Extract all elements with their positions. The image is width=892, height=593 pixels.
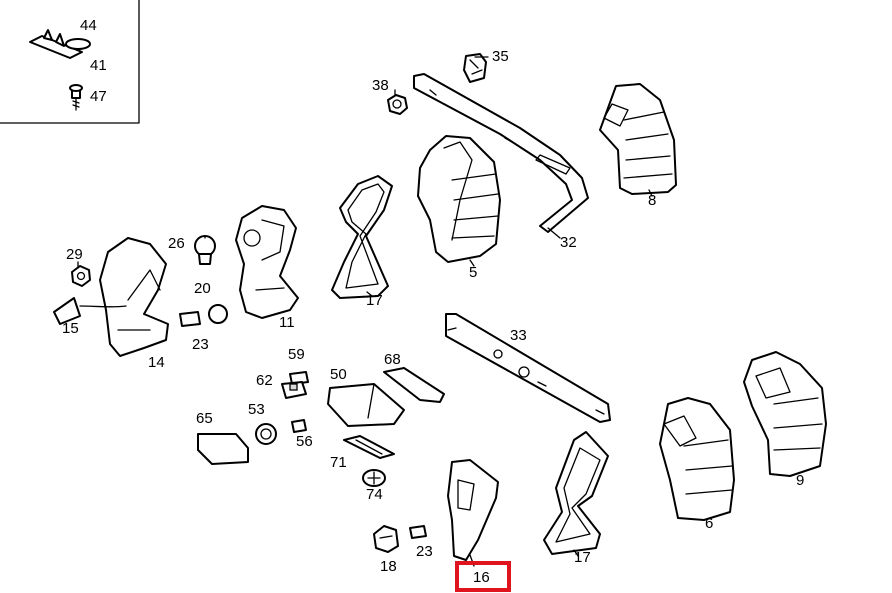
part-65-lens (197, 433, 249, 465)
label-29: 29 (66, 246, 83, 263)
part-41-bulb-holder (29, 29, 91, 59)
part-32-trim-strip (413, 73, 589, 233)
part-17-gasket-top (331, 175, 393, 299)
label-26: 26 (168, 235, 185, 252)
part-14-housing (99, 237, 169, 357)
inset-box (0, 0, 140, 124)
label-23-left: 23 (192, 336, 209, 353)
label-47: 47 (90, 88, 107, 105)
callout-labels: 44 41 47 35 38 8 32 5 29 26 20 23 15 14 … (62, 17, 804, 586)
part-47-screw (69, 84, 83, 111)
label-35: 35 (492, 48, 509, 65)
part-53-socket (255, 423, 277, 445)
label-38: 38 (372, 77, 389, 94)
label-62: 62 (256, 372, 273, 389)
part-26-bulb (194, 235, 216, 265)
part-56-bulb (291, 419, 307, 433)
label-5: 5 (469, 264, 477, 281)
label-74: 74 (366, 486, 383, 503)
label-15: 15 (62, 320, 79, 337)
label-56: 56 (296, 433, 313, 450)
label-20: 20 (194, 280, 211, 297)
label-18: 18 (380, 558, 397, 575)
label-32: 32 (560, 234, 577, 251)
label-53: 53 (248, 401, 265, 418)
part-23-bulb-left (179, 311, 201, 327)
part-15-cable (53, 297, 127, 325)
part-6-lamp-housing (659, 397, 735, 521)
label-14: 14 (148, 354, 165, 371)
part-29-nut (71, 265, 91, 287)
part-62-socket (281, 381, 307, 399)
part-5-lamp-housing (417, 135, 501, 263)
part-38-nut (387, 94, 408, 115)
part-11-lamp-assembly (235, 205, 299, 319)
label-11: 11 (279, 314, 295, 331)
label-41: 41 (90, 57, 107, 74)
part-18-socket (373, 525, 399, 553)
part-71-plate (343, 435, 395, 459)
label-50: 50 (330, 366, 347, 383)
highlight-box-part-16 (455, 561, 511, 592)
part-74-grommet (362, 469, 386, 487)
label-59: 59 (288, 346, 305, 363)
label-68: 68 (384, 351, 401, 368)
part-59-bulb (289, 371, 309, 385)
part-9-lamp-housing (743, 351, 827, 477)
part-35-clip (463, 53, 487, 83)
part-17-gasket-bottom (543, 431, 609, 555)
part-20-bulb (208, 304, 228, 324)
part-50-housing (327, 383, 405, 427)
label-9: 9 (796, 472, 804, 489)
part-23-bulb-bottom (409, 525, 427, 539)
part-68-gasket (383, 367, 445, 403)
part-16-bracket (447, 459, 499, 561)
label-17-top: 17 (366, 292, 383, 309)
label-8: 8 (648, 192, 656, 209)
label-23-bottom: 23 (416, 543, 433, 560)
label-16: 16 (473, 569, 490, 586)
label-17-bottom: 17 (574, 549, 591, 566)
part-8-tail-lamp (599, 83, 677, 195)
label-6: 6 (705, 515, 713, 532)
label-65: 65 (196, 410, 213, 427)
label-33: 33 (510, 327, 527, 344)
label-71: 71 (330, 454, 347, 471)
part-33-bracket-bar (445, 313, 611, 423)
label-44: 44 (80, 17, 97, 34)
